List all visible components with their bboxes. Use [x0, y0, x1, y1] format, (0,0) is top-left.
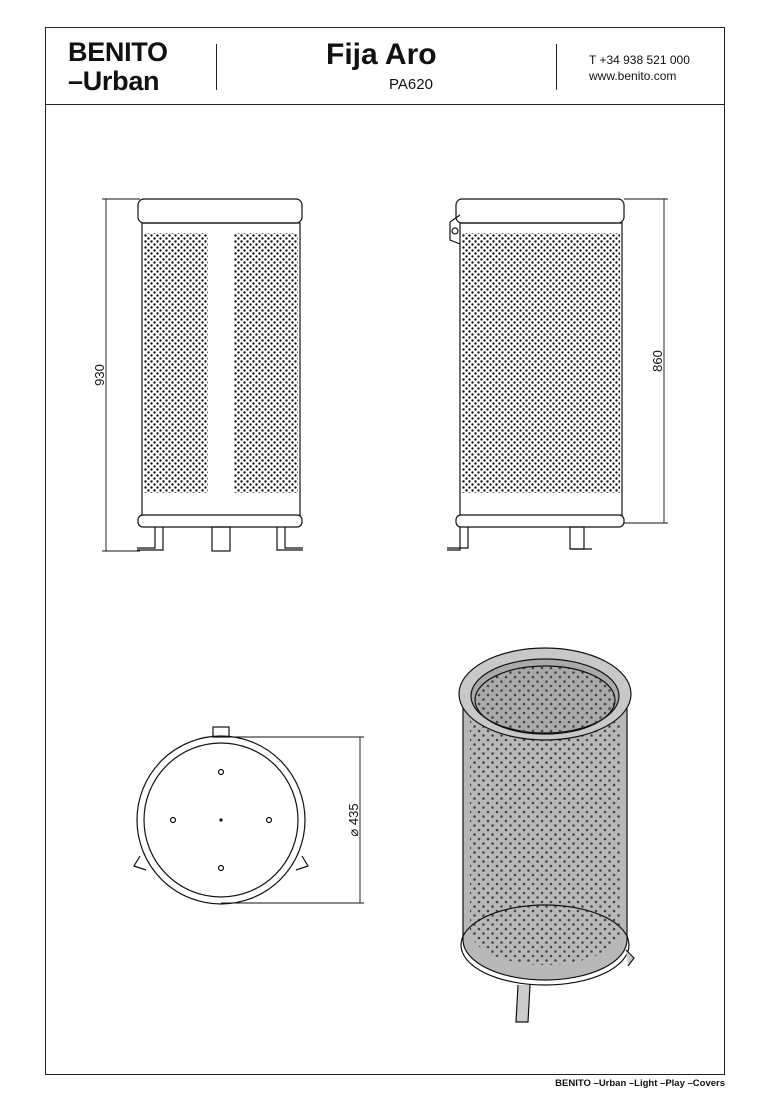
- side-height-dimension: 860: [650, 350, 665, 372]
- dimension-label: 930: [92, 364, 107, 386]
- top-view: [133, 726, 364, 905]
- product-title: Fija Aro: [326, 38, 437, 71]
- divider: [216, 44, 218, 90]
- phone: T +34 938 521 000: [589, 53, 690, 67]
- isometric-view: [458, 647, 635, 1023]
- title-block: BENITO –Urban Fija Aro PA620 T +34 938 5…: [46, 28, 724, 105]
- divider: [556, 44, 558, 90]
- front-height-dimension: 930: [92, 364, 107, 386]
- product-code: PA620: [389, 76, 433, 93]
- side-view: [447, 198, 668, 551]
- drawing-frame: BENITO –Urban Fija Aro PA620 T +34 938 5…: [45, 27, 725, 1075]
- contact-info: T +34 938 521 000 www.benito.com: [589, 52, 690, 84]
- brand-logo: BENITO –Urban: [68, 38, 168, 96]
- front-view: [102, 198, 303, 552]
- footer-brands: BENITO –Urban –Light –Play –Covers: [555, 1078, 725, 1089]
- dimension-label: 860: [650, 350, 665, 372]
- website-link[interactable]: www.benito.com: [589, 69, 677, 83]
- brand-line1: BENITO: [68, 37, 168, 67]
- brand-line2: –Urban: [68, 66, 160, 96]
- dimension-label: ⌀ 435: [346, 803, 361, 836]
- diameter-dimension: ⌀ 435: [346, 803, 361, 836]
